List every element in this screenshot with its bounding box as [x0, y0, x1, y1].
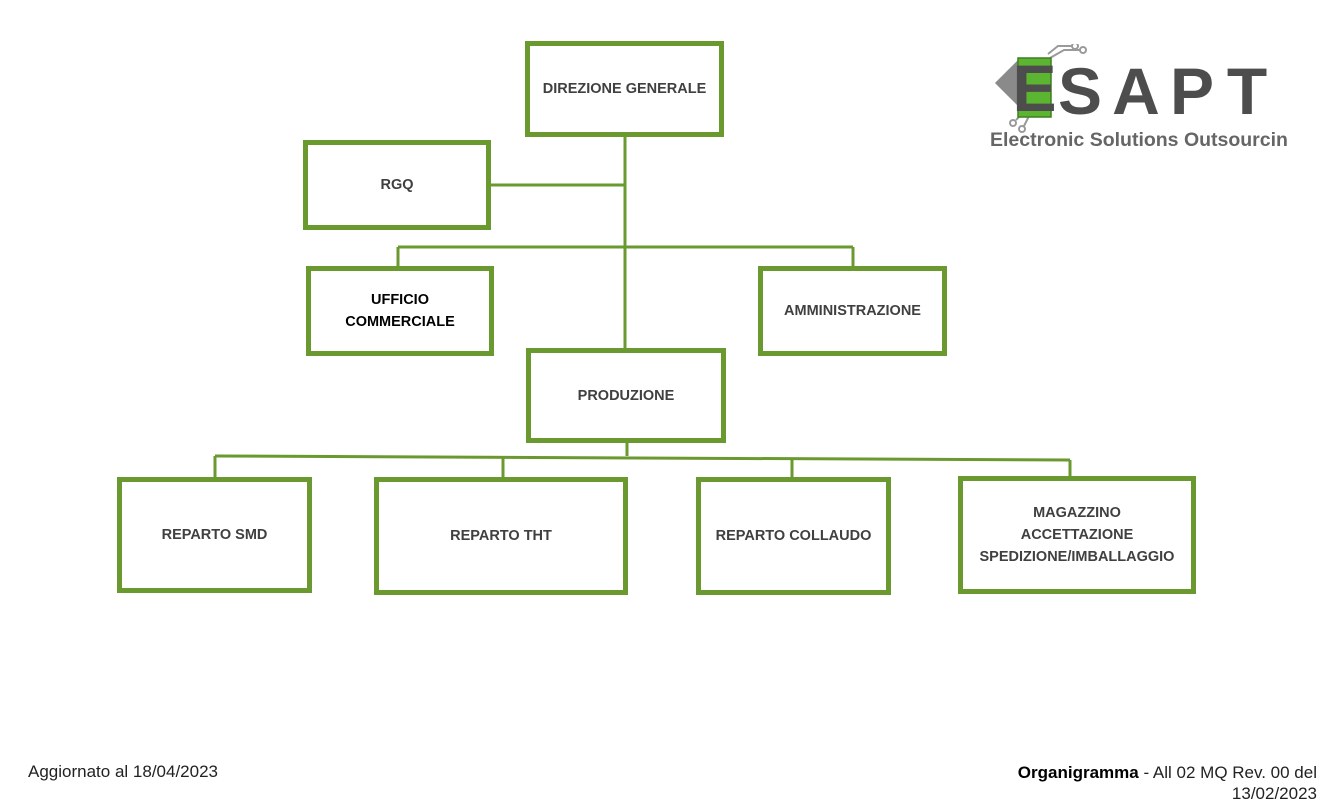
label-reparto-smd: REPARTO SMD: [161, 527, 268, 543]
logo-letter-s: S: [1058, 54, 1102, 128]
logo-letter-a: A: [1112, 54, 1160, 128]
label-produzione: PRODUZIONE: [577, 387, 675, 404]
label-ufficio-commerciale: UFFICIO COMMERCIALE: [345, 292, 455, 330]
logo-letter-t: T: [1227, 54, 1267, 128]
logo-tagline: Electronic Solutions Outsourcing: [990, 129, 1288, 151]
esapt-logo: E S A P T Electronic Solutions Outsourci…: [990, 44, 1288, 151]
box-ufficio-commerciale: UFFICIO COMMERCIALE: [306, 266, 494, 356]
label-amministrazione: AMMINISTRAZIONE: [784, 303, 921, 319]
box-reparto-smd: REPARTO SMD: [117, 477, 312, 593]
logo-e-block: [1017, 57, 1052, 118]
box-reparto-collaudo: REPARTO COLLAUDO: [696, 477, 891, 595]
footer-document-reference: Organigramma - All 02 MQ Rev. 00 del 13/…: [987, 762, 1317, 804]
box-rgq: RGQ: [303, 140, 491, 230]
box-produzione: PRODUZIONE: [526, 348, 726, 443]
connector-reparti-bar: [214, 454, 1071, 462]
footer-doc-title: Organigramma: [1017, 763, 1139, 782]
footer-doc-ref: - All 02 MQ Rev. 00 del 13/02/2023: [1138, 763, 1317, 803]
label-magazzino: MAGAZZINO ACCETTAZIONE SPEDIZIONE/IMBALL…: [979, 505, 1175, 565]
label-direzione-generale: DIREZIONE GENERALE: [542, 81, 707, 97]
label-reparto-collaudo: REPARTO COLLAUDO: [715, 528, 872, 544]
logo-letter-p: P: [1170, 54, 1214, 128]
footer-updated: Aggiornato al 18/04/2023: [28, 762, 218, 781]
box-direzione-generale: DIREZIONE GENERALE: [525, 41, 724, 137]
box-reparto-tht: REPARTO THT: [374, 477, 628, 595]
box-amministrazione: AMMINISTRAZIONE: [758, 266, 947, 356]
logo-letter-e: E: [1012, 51, 1056, 125]
label-rgq: RGQ: [380, 177, 414, 193]
label-reparto-tht: REPARTO THT: [450, 528, 552, 544]
box-magazzino: MAGAZZINO ACCETTAZIONE SPEDIZIONE/IMBALL…: [958, 476, 1196, 594]
